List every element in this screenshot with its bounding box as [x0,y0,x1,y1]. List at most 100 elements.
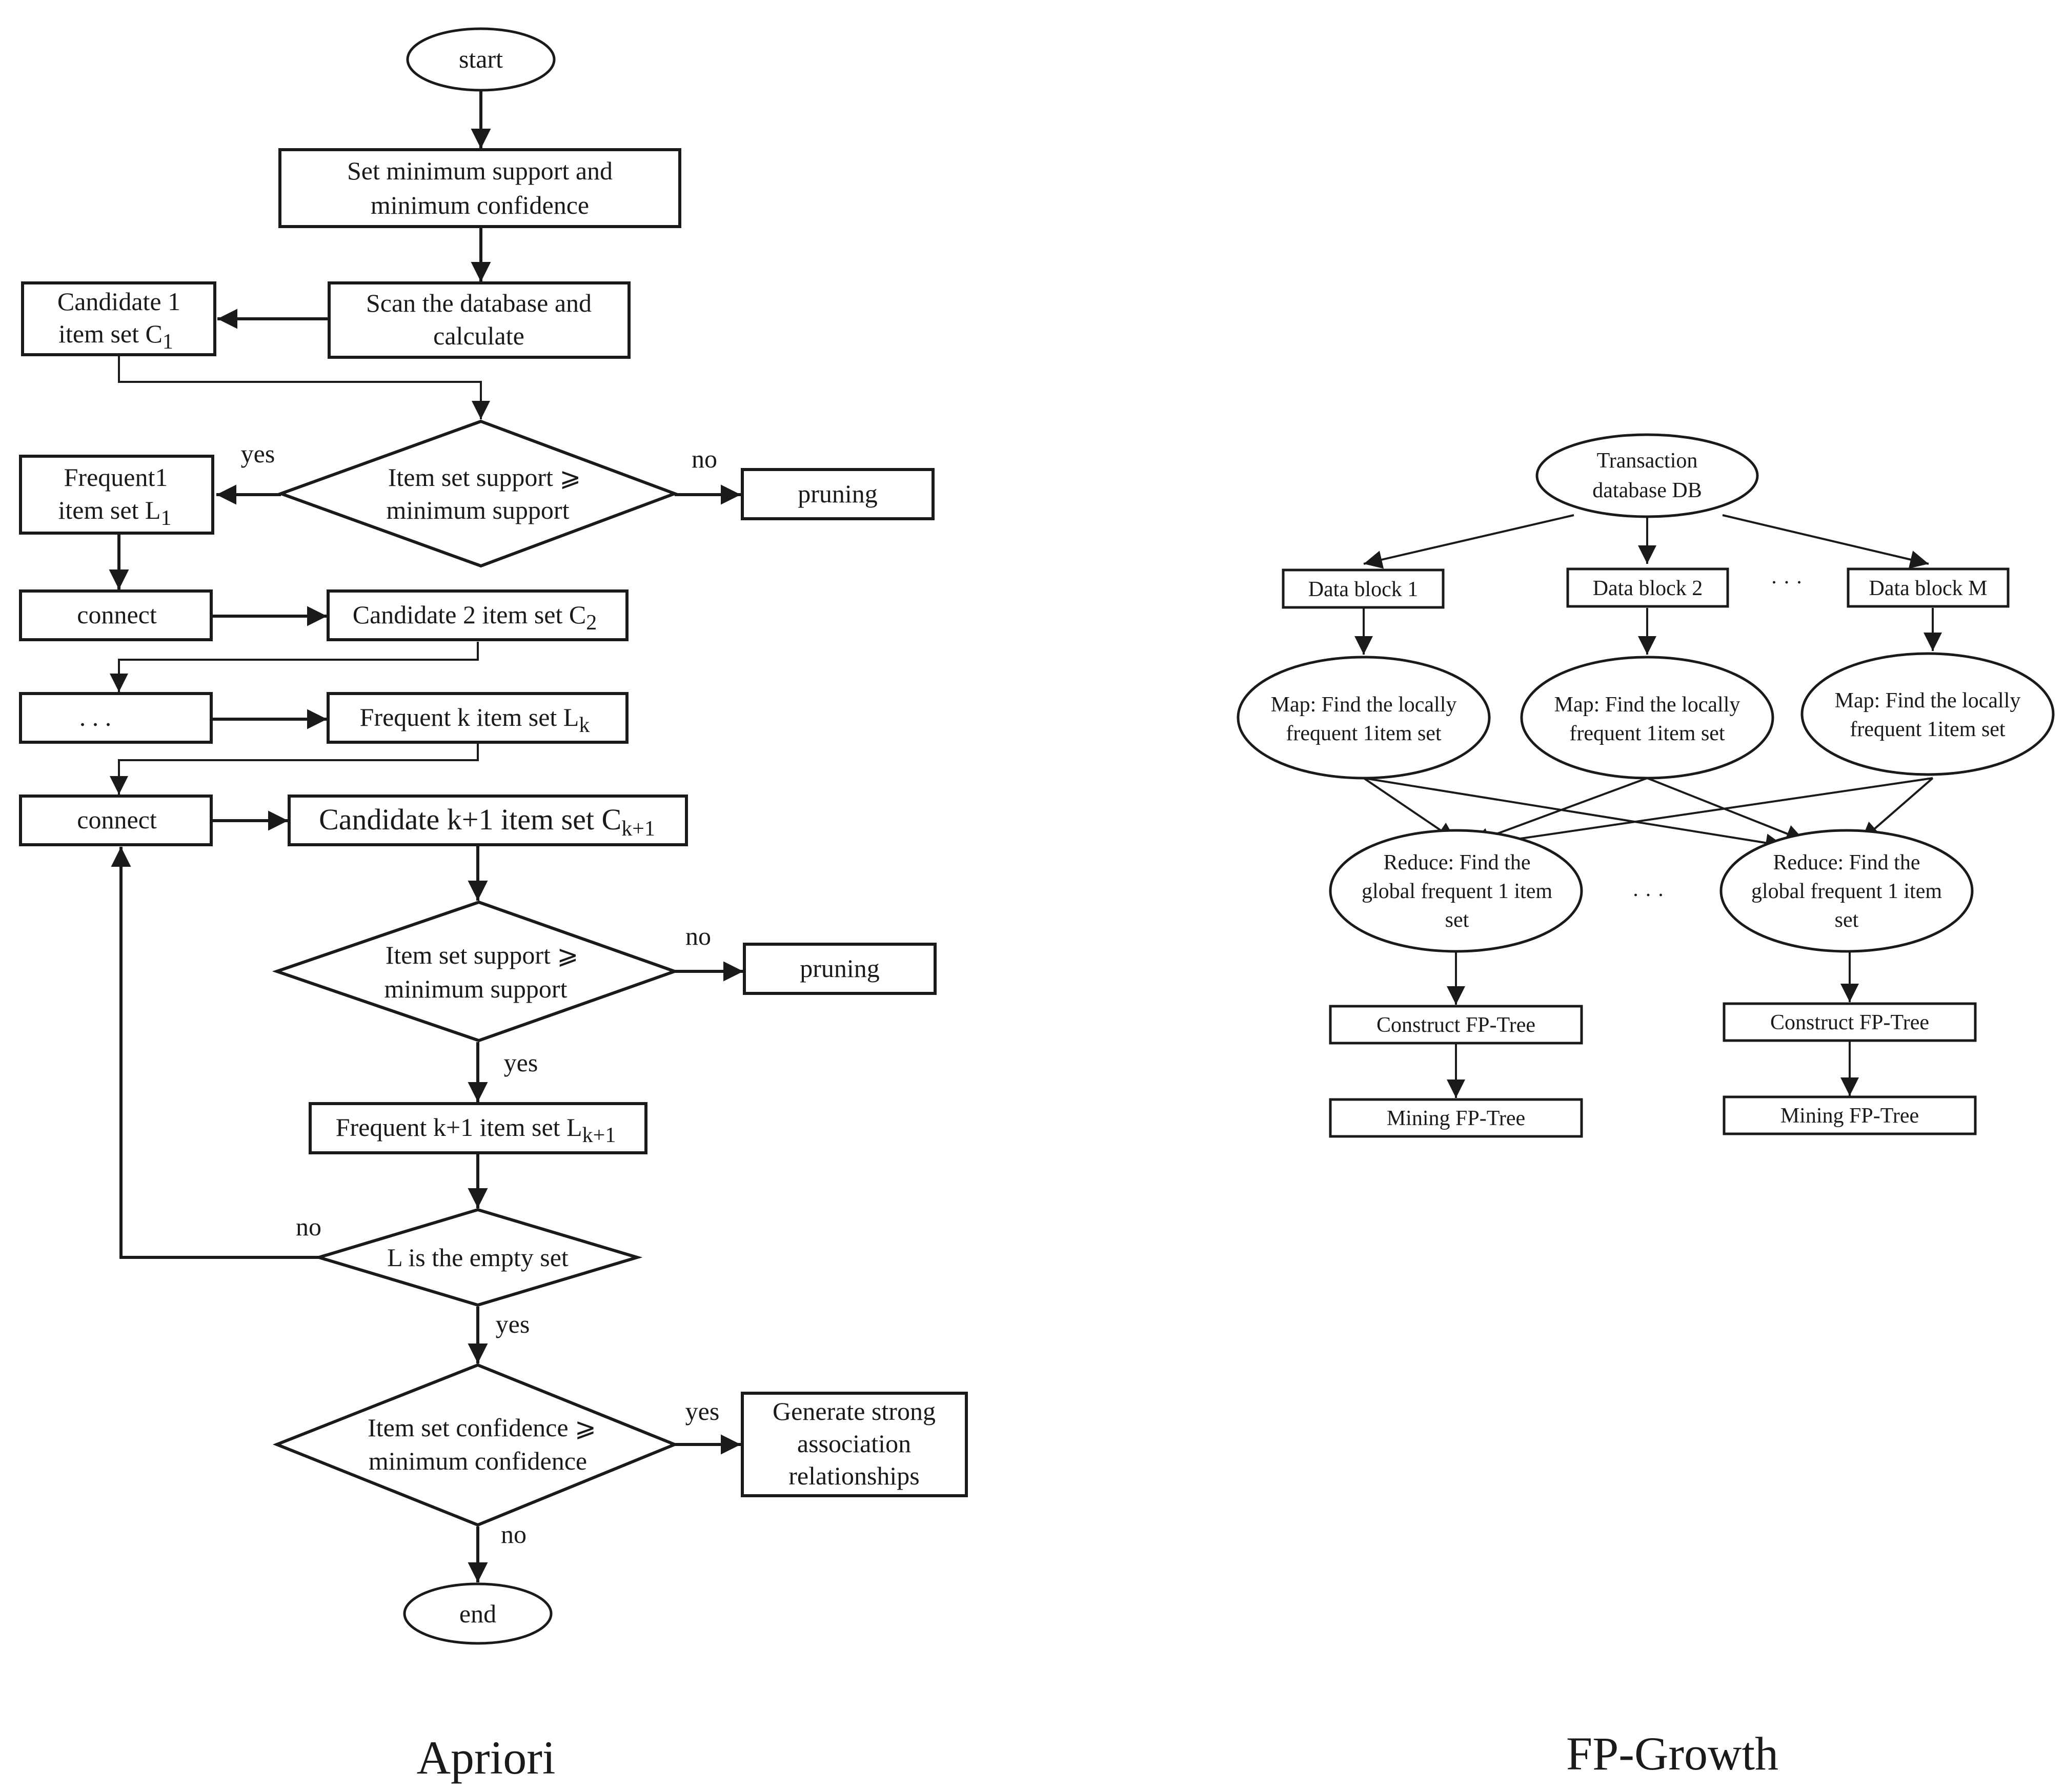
reduce-2-line-3: set [1835,908,1859,932]
edge-label-yes: yes [685,1397,720,1426]
reduce-1-line-1: Reduce: Find the [1384,851,1531,874]
support-decision-2-line-1: Item set support ⩾ [386,941,579,969]
start-label: start [459,45,503,73]
map-2-line-1: Map: Find the locally [1554,693,1740,717]
frequent-1-line-2: item set L1 [58,496,172,530]
construct-fptree-1: Construct FP-Tree [1329,1005,1583,1045]
data-block-2-label: Data block 2 [1593,577,1703,600]
map-m-line-1: Map: Find the locally [1835,689,2021,712]
mining-1-label: Mining FP-Tree [1387,1107,1525,1130]
edge-mapM-to-reduce2 [1860,777,1934,842]
pruning-1-label: pruning [798,479,878,508]
candidate-k-plus-1-box: Candidate k+1 item set Ck+1 [288,795,688,846]
edge-db-to-blockM [1722,514,1929,569]
candidate-k-plus-1-text: Candidate k+1 item set C [319,803,621,836]
frequent-k-text: Frequent k item set L [360,703,579,731]
map-ellipse-2: Map: Find the locally frequent 1item set [1520,656,1774,780]
map-1-line-2: frequent 1item set [1286,722,1442,745]
candidate-1-subscript: 1 [163,330,173,354]
reduce-2-line-1: Reduce: Find the [1773,851,1920,874]
support-decision-2-line-2: minimum support [384,974,568,1003]
ellipsis-box: . . . [19,692,213,744]
candidate-1-text: item set C [58,319,163,348]
fpgrowth-edges [1354,514,1942,1098]
candidate-2-label: Candidate 2 item set C2 [353,600,597,635]
end-label: end [459,1599,496,1628]
generate-line-3: relationships [788,1461,920,1490]
support-decision-1: Item set support ⩾ minimum support [276,419,679,568]
apriori-caption: Apriori [417,1732,556,1784]
pruning-2-label: pruning [800,954,880,983]
edge-label-no: no [501,1520,527,1549]
apriori-edge-labels: yes no no yes no yes yes no [241,439,720,1549]
data-block-1-label: Data block 1 [1308,578,1419,601]
frequent-k-plus-1-subscript: k+1 [582,1124,616,1147]
edge-label-yes: yes [496,1310,530,1338]
edge-cand2-to-ellipsis [110,642,479,692]
set-minimum-line-2: minimum confidence [371,191,589,219]
confidence-decision: Item set confidence ⩾ minimum confidence [272,1363,679,1527]
candidate-1-box: Candidate 1 item set C1 [21,281,216,356]
fpgrowth-caption: FP-Growth [1566,1727,1778,1780]
reduce-ellipse-1: Reduce: Find the global frequent 1 item … [1329,829,1583,953]
candidate-2-subscript: 2 [586,611,597,635]
generate-line-1: Generate strong [773,1397,936,1426]
ellipsis-box-label: . . . [79,703,112,731]
frequent-k-plus-1-text: Frequent k+1 item set L [336,1113,582,1142]
map-2-line-2: frequent 1item set [1569,722,1725,745]
connect-box-2: connect [19,795,213,846]
map-m-line-2: frequent 1item set [1850,718,2006,741]
edge-empty-no-loop [111,847,319,1259]
frequent-k-subscript: k [579,714,590,737]
edge-mapM-to-reduce1 [1471,777,1933,852]
mining-2-label: Mining FP-Tree [1780,1104,1919,1128]
frequent-k-plus-1-label: Frequent k+1 item set Lk+1 [336,1113,616,1147]
edge-freqk-to-connect2 [110,743,479,795]
scan-database-box: Scan the database and calculate [328,281,631,359]
set-minimum-line-1: Set minimum support and [347,156,613,185]
transaction-db-ellipse: Transaction database DB [1535,433,1759,518]
construct-fptree-2: Construct FP-Tree [1723,1002,1977,1042]
edge-map2-to-reduce1 [1471,777,1648,846]
end-terminal: end [403,1582,553,1645]
frequent-1-box: Frequent1 item set L1 [19,455,214,535]
reduce-1-line-2: global frequent 1 item [1362,880,1552,903]
candidate-k-plus-1-label: Candidate k+1 item set Ck+1 [319,803,655,841]
support-decision-1-line-2: minimum support [387,496,570,524]
generate-relationships-box: Generate strong association relationship… [741,1392,968,1497]
pruning-box-1: pruning [741,468,935,520]
apriori-edges [109,90,743,1582]
edge-label-yes: yes [241,439,275,468]
data-block-m: Data block M [1847,567,2010,608]
data-block-1: Data block 1 [1282,568,1445,609]
candidate-1-line-2: item set C1 [58,319,173,354]
edge-map1-to-reduce2 [1363,777,1785,852]
scan-database-line-2: calculate [433,321,524,350]
reduce-ellipse-2: Reduce: Find the global frequent 1 item … [1719,829,1974,953]
edge-label-no: no [692,444,717,473]
construct-2-label: Construct FP-Tree [1770,1011,1929,1034]
edge-label-no: no [296,1212,321,1241]
connect-2-label: connect [77,805,157,834]
edge-label-no: no [685,922,711,950]
map-1-line-1: Map: Find the locally [1271,693,1457,717]
candidate-k-plus-1-subscript: k+1 [621,817,655,841]
mining-fptree-2: Mining FP-Tree [1723,1095,1977,1135]
candidate-1-line-1: Candidate 1 [57,287,180,316]
data-block-m-label: Data block M [1869,577,1988,600]
set-minimum-box: Set minimum support and minimum confiden… [278,148,681,228]
data-block-2: Data block 2 [1566,567,1729,608]
candidate-2-box: Candidate 2 item set C2 [327,589,629,641]
scan-database-line-1: Scan the database and [366,289,592,317]
edge-db-to-block1 [1363,514,1574,569]
frequent-1-line-1: Frequent1 [64,463,168,492]
reduce-2-line-2: global frequent 1 item [1751,880,1942,903]
mining-fptree-1: Mining FP-Tree [1329,1098,1583,1138]
empty-set-label: L is the empty set [387,1243,569,1272]
frequent-k-label: Frequent k item set Lk [360,703,590,737]
generate-line-2: association [797,1429,911,1458]
frequent-1-subscript: 1 [160,506,171,530]
reduce-ellipsis: · · · [1632,884,1665,907]
map-ellipse-1: Map: Find the locally frequent 1item set [1237,656,1491,780]
